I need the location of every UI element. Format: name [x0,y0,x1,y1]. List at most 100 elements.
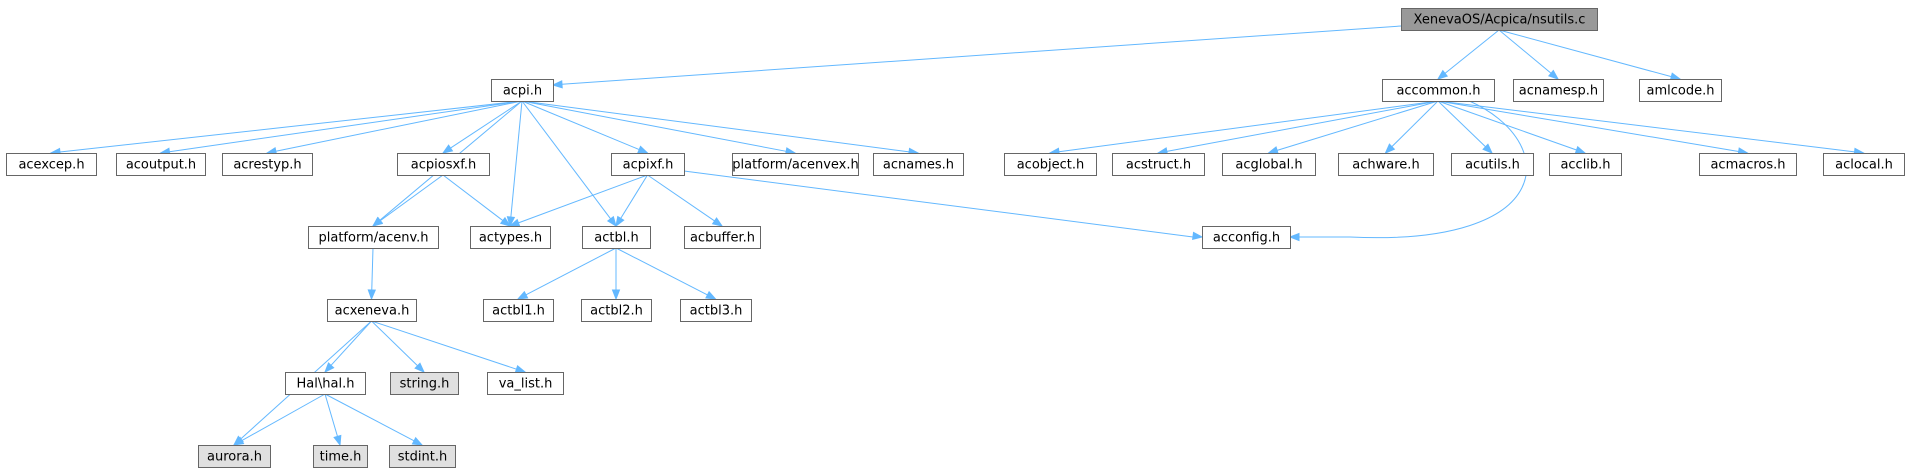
node-acexcep-h[interactable]: acexcep.h [6,153,97,176]
node-time-h[interactable]: time.h [313,445,368,468]
edge-line [521,100,787,152]
node-acxeneva-h[interactable]: acxeneva.h [327,299,417,322]
node-nsutils[interactable]: XenevaOS/Acpica/nsutils.c [1401,8,1598,31]
node-box [1004,153,1097,176]
edge-acpi_h-to-actypes_h [506,100,523,228]
arrowhead [367,289,377,301]
node-stdint-h[interactable]: stdint.h [389,445,456,468]
edge-line [561,25,1402,85]
edge-accommon_h-to-acconfig_h [1288,100,1527,242]
edge-accommon_h-to-aclocal_h [1437,100,1865,157]
edge-line [1058,100,1439,153]
edge-acpiosxf_h-to-acenv_h [371,174,444,227]
edge-line [275,100,523,152]
edge-nsutils-to-acnamesp_h [1498,29,1560,80]
node-amlcode-h[interactable]: amlcode.h [1639,79,1722,102]
arrowhead [1384,143,1396,154]
node-string-h[interactable]: string.h [390,372,459,395]
edge-line [1166,100,1439,152]
arrowhead [705,290,717,300]
edge-line [330,320,372,366]
edge-line [169,100,523,153]
node-halhal-h[interactable]: Hal\hal.h [285,372,366,395]
edge-acpi_h-to-acrestyp_h [265,100,523,156]
node-box [116,153,206,176]
node-achware-h[interactable]: achware.h [1338,153,1434,176]
node-label: acstruct.h [1126,158,1191,173]
node-acmacros-h[interactable]: acmacros.h [1699,153,1797,176]
edge-actbl_h-to-actbl1_h [516,247,617,300]
node-label: acnamesp.h [1519,84,1598,99]
edge-nsutils-to-accommon_h [1436,29,1500,80]
edge-acpi_h-to-acpiosxf_h [441,100,523,154]
node-acutils-h[interactable]: acutils.h [1451,153,1534,176]
node-label: acpiosxf.h [411,158,476,173]
node-label: acclib.h [1560,158,1610,173]
arrowhead [414,362,425,373]
node-acpixf-h[interactable]: acpixf.h [611,153,685,176]
node-label: accommon.h [1396,84,1480,99]
node-box [1202,226,1291,249]
node-acpiosxf-h[interactable]: acpiosxf.h [397,153,490,176]
edge-accommon_h-to-acstruct_h [1156,100,1439,156]
node-box [483,299,554,322]
node-va-list-h[interactable]: va_list.h [487,372,564,395]
arrowhead [411,436,424,446]
node-actbl2-h[interactable]: actbl2.h [581,299,652,322]
node-acstruct-h[interactable]: acstruct.h [1112,153,1205,176]
node-label: stdint.h [398,450,447,465]
node-aclocal-h[interactable]: aclocal.h [1823,153,1905,176]
edge-line [1444,29,1500,74]
node-acnamesp-h[interactable]: acnamesp.h [1513,79,1604,102]
edge-line [1437,100,1739,153]
node-box [581,299,652,322]
edge-line [620,174,648,219]
node-acenv-h[interactable]: platform/acenv.h [308,226,439,249]
node-acobject-h[interactable]: acobject.h [1004,153,1097,176]
node-accommon-h[interactable]: accommon.h [1382,79,1495,102]
arrowhead [1192,231,1204,240]
node-acnames-h[interactable]: acnames.h [873,153,964,176]
node-actbl3-h[interactable]: actbl3.h [680,299,752,322]
node-box [1401,8,1598,31]
edge-acpi_h-to-acnames_h [521,100,920,156]
arrowhead [499,216,512,227]
edge-line [1391,100,1439,148]
node-acbuffer-h[interactable]: acbuffer.h [684,226,761,249]
node-acpi-h[interactable]: acpi.h [491,79,554,102]
node-acenvex-h[interactable]: platform/acenvex.h [732,153,859,176]
arrowhead [1288,232,1300,242]
edge-line [442,174,504,221]
node-box [285,372,366,395]
node-label: acobject.h [1017,158,1085,173]
arrowhead [514,364,527,374]
node-acconfig-h[interactable]: acconfig.h [1202,226,1291,249]
edge-line [518,174,648,224]
node-actbl-h[interactable]: actbl.h [582,226,651,249]
node-acclib-h[interactable]: acclib.h [1549,153,1622,176]
node-actbl1-h[interactable]: actbl1.h [483,299,554,322]
node-acoutput-h[interactable]: acoutput.h [116,153,206,176]
node-box [684,226,761,249]
arrowhead [371,216,384,227]
node-label: va_list.h [499,377,553,392]
node-label: acbuffer.h [690,231,755,246]
edge-actbl_h-to-actbl2_h [611,248,621,301]
node-label: actbl.h [594,231,638,246]
node-label: actbl1.h [492,304,545,319]
node-acglobal-h[interactable]: acglobal.h [1222,153,1316,176]
edge-line [521,100,611,220]
edge-line [521,100,910,153]
arrowhead [711,217,724,227]
node-acrestyp-h[interactable]: acrestyp.h [222,153,313,176]
node-label: actbl3.h [690,304,743,319]
edge-line [241,393,326,442]
arrowhead [441,144,454,154]
edge-line [59,100,523,153]
node-actypes-h[interactable]: actypes.h [470,226,551,249]
node-aurora-h[interactable]: aurora.h [198,445,271,468]
node-box [390,372,459,395]
node-label: acoutput.h [126,158,196,173]
arrowhead [615,215,625,228]
